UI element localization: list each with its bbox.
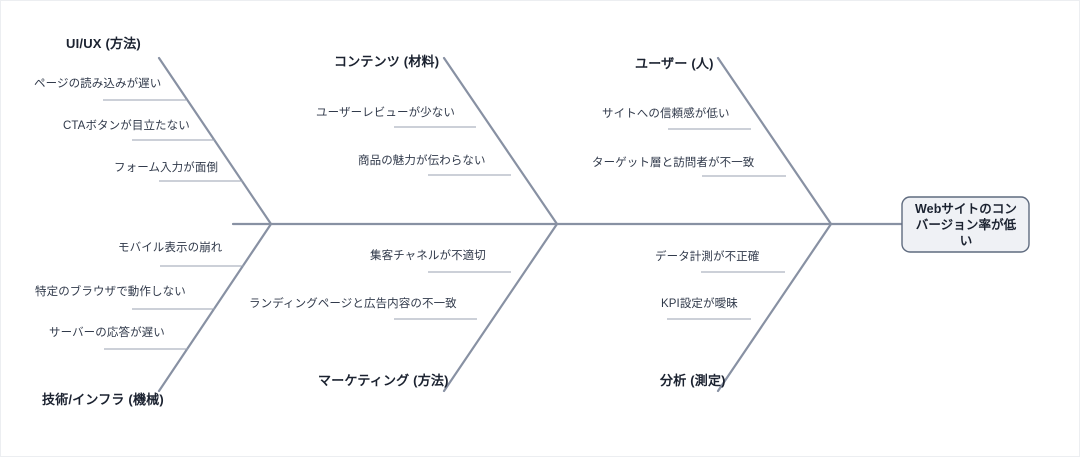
branch-line-analytics [716, 222, 833, 393]
category-label-tech-infra: 技術/インフラ (機械) [42, 392, 164, 407]
category-label-user: ユーザー (人) [635, 56, 714, 71]
cause-label-tech-infra-3: サーバーの応答が遅い [49, 327, 165, 339]
branch-line-user [716, 56, 833, 226]
cause-label-tech-infra-2: 特定のブラウザで動作しない [35, 286, 186, 298]
head-box-line-1: Webサイトのコン [914, 202, 1018, 216]
cause-label-analytics-1: データ計測が不正確 [655, 251, 760, 263]
cause-label-content-1: ユーザーレビューが少ない [316, 107, 455, 119]
head-box-line-3: い [959, 234, 973, 248]
branch-line-content [442, 56, 559, 226]
branch-line-tech-infra [157, 222, 273, 393]
cause-label-user-1: サイトへの信頼感が低い [602, 108, 730, 120]
cause-label-tech-infra-1: モバイル表示の崩れ [118, 242, 223, 254]
head-box-line-2: バージョン率が低 [915, 218, 1017, 232]
category-label-content: コンテンツ (材料) [334, 54, 440, 69]
branch-line-marketing [442, 222, 559, 393]
cause-label-marketing-2: ランディングページと広告内容の不一致 [249, 298, 457, 310]
cause-label-content-2: 商品の魅力が伝わらない [358, 155, 486, 167]
branch-line-ui-ux [157, 56, 273, 226]
cause-label-user-2: ターゲット層と訪問者が不一致 [592, 157, 755, 169]
cause-label-analytics-2: KPI設定が曖昧 [661, 298, 738, 310]
head-box [901, 196, 1030, 253]
cause-label-ui-ux-3: フォーム入力が面倒 [114, 162, 219, 174]
cause-label-ui-ux-1: ページの読み込みが遅い [34, 78, 162, 90]
head-box-text: Webサイトのコン バージョン率が低 い [908, 201, 1024, 249]
category-label-marketing: マーケティング (方法) [318, 373, 449, 388]
cause-label-marketing-1: 集客チャネルが不適切 [370, 250, 486, 262]
category-label-analytics: 分析 (測定) [660, 373, 726, 388]
category-label-ui-ux: UI/UX (方法) [66, 36, 141, 51]
cause-label-ui-ux-2: CTAボタンが目立たない [63, 120, 190, 132]
